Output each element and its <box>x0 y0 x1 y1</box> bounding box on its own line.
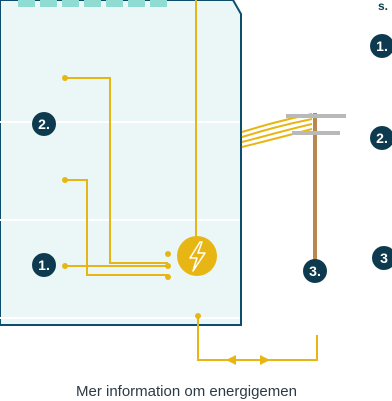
svg-text:1.: 1. <box>38 257 50 273</box>
right-heading-fragment: s. <box>378 0 388 13</box>
badge-right-top: 1. <box>370 34 392 58</box>
double-arrow-icon <box>226 355 270 365</box>
svg-text:1.: 1. <box>376 38 388 54</box>
lightning-bolt-icon <box>177 236 217 276</box>
utility-pole <box>286 113 346 279</box>
svg-text:3.: 3. <box>309 263 321 279</box>
badge-pole: 3. <box>303 259 327 283</box>
svg-text:2.: 2. <box>38 116 50 132</box>
more-info-text[interactable]: Mer information om energigemen <box>76 383 297 400</box>
badge-right-middle: 2. <box>370 126 392 150</box>
wiring <box>65 0 318 361</box>
badge-left-middle: 2. <box>32 112 56 136</box>
badge-left-bottom: 1. <box>32 253 56 277</box>
svg-text:3: 3 <box>380 250 388 266</box>
badge-right-bottom: 3 <box>372 246 392 270</box>
svg-text:2.: 2. <box>376 130 388 146</box>
building-shape <box>0 0 242 326</box>
building-window-row <box>18 0 167 7</box>
